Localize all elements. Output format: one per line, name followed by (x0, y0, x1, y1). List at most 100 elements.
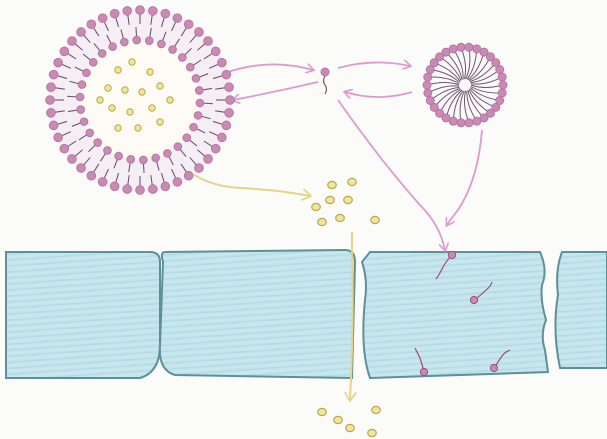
micelle-head (423, 81, 431, 89)
released-drug (336, 214, 345, 221)
lipid-head-outer (77, 28, 86, 37)
encapsulated-drug (105, 85, 111, 91)
encapsulated-drug (147, 69, 153, 75)
free-surfactant-monomer (321, 68, 329, 94)
encapsulated-drug (97, 97, 103, 103)
lipid-head-outer (218, 58, 227, 67)
liposome-with-cargo (46, 6, 235, 195)
lipid-head-inner (139, 156, 147, 164)
lipid-head-inner (80, 118, 88, 126)
lipid-head-inner (190, 123, 198, 131)
lipid-head-inner (94, 139, 102, 147)
cell-4 (555, 252, 607, 368)
micelle-head (457, 119, 465, 127)
micelle (423, 43, 507, 127)
released-drug (326, 196, 335, 203)
lipid-head-inner (158, 40, 166, 48)
lipid-head-outer (204, 37, 213, 46)
arrow-micelle-to-cell (447, 130, 482, 225)
encapsulated-drug (122, 87, 128, 93)
lipid-head-outer (161, 9, 170, 18)
released-drug (346, 424, 355, 431)
encapsulated-drug (135, 125, 141, 131)
micelle-head (424, 89, 432, 97)
monomer-head (321, 68, 329, 76)
arrow-monomer-to-micelle (338, 62, 410, 68)
lipid-head-outer (47, 109, 56, 118)
micelle-head (424, 73, 432, 81)
lipid-head-outer (222, 70, 231, 79)
lipid-head-inner (195, 87, 203, 95)
lipid-head-outer (110, 182, 119, 191)
lipid-head-outer (149, 7, 158, 16)
encapsulated-drug (115, 67, 121, 73)
lipid-head-inner (174, 143, 182, 151)
lipid-head-outer (123, 7, 132, 16)
lipid-head-inner (121, 38, 129, 46)
lipid-head-outer (98, 178, 107, 187)
encapsulated-drug (139, 89, 145, 95)
lipid-head-outer (222, 121, 231, 130)
lipid-head-inner (127, 155, 135, 163)
lipid-head-inner (98, 50, 106, 58)
micelle-head (473, 117, 481, 125)
arrow-micelle-to-monomer (345, 92, 412, 97)
lipid-head-outer (60, 144, 69, 153)
lipid-head-outer (87, 20, 96, 29)
cell-monomer-head (470, 296, 477, 303)
lipid-head-inner (164, 150, 172, 158)
encapsulated-drug (149, 105, 155, 111)
lipid-head-inner (183, 134, 191, 142)
encapsulated-drug (157, 119, 163, 125)
lipid-head-outer (184, 171, 193, 180)
monomer-tail (324, 76, 327, 94)
micelle-head (499, 81, 507, 89)
micelle-head (426, 96, 434, 104)
lipid-head-inner (145, 37, 153, 45)
lipid-head-outer (49, 121, 58, 130)
cell-monomer-head (490, 364, 497, 371)
lipid-head-inner (152, 154, 160, 162)
micelle-head (457, 43, 465, 51)
lipid-head-inner (115, 152, 123, 160)
lipid-head-outer (87, 171, 96, 180)
released-drug (372, 406, 381, 413)
micelle-head (498, 73, 506, 81)
lipid-head-outer (123, 185, 132, 194)
lipid-head-outer (173, 14, 182, 23)
lipid-head-inner (133, 36, 141, 44)
micelle-head (465, 43, 473, 51)
lipid-head-outer (77, 164, 86, 173)
lipid-head-outer (225, 83, 234, 92)
released-drug (344, 196, 353, 203)
lipid-head-outer (54, 58, 63, 67)
micelle-head (498, 89, 506, 97)
lipid-head-inner (89, 59, 97, 67)
encapsulated-drug (109, 105, 115, 111)
lipid-head-outer (68, 37, 77, 46)
lipid-head-outer (68, 155, 77, 164)
lipid-head-outer (149, 185, 158, 194)
arrow-monomer-to-liposome (233, 82, 318, 100)
micelle-head (465, 119, 473, 127)
lipid-head-outer (49, 70, 58, 79)
arrow-monomer-to-cell (338, 100, 445, 250)
lipid-head-outer (136, 6, 145, 15)
lipid-head-inner (169, 46, 177, 54)
lipid-head-outer (60, 47, 69, 56)
micelle-head (496, 66, 504, 74)
lipid-head-inner (86, 129, 94, 137)
lipid-head-outer (184, 20, 193, 29)
lipid-head-outer (54, 133, 63, 142)
lipid-head-inner (196, 99, 204, 107)
lipid-head-outer (195, 28, 204, 37)
lipid-head-outer (110, 9, 119, 18)
lipid-head-outer (204, 155, 213, 164)
released-drug (318, 408, 327, 415)
released-drug (312, 203, 321, 210)
encapsulated-drug (157, 83, 163, 89)
cell-3 (362, 252, 548, 378)
encapsulated-drug (127, 109, 133, 115)
lipid-head-inner (109, 43, 117, 51)
lipid-head-outer (161, 182, 170, 191)
